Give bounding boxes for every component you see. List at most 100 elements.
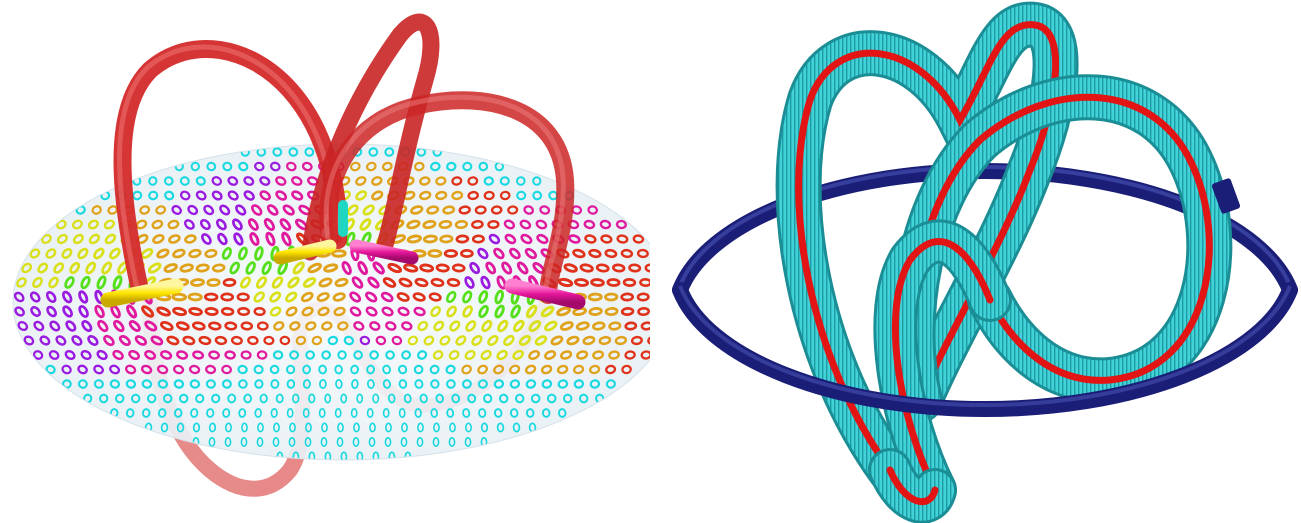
director-ellipse (78, 305, 89, 318)
director-ellipse (525, 408, 535, 418)
director-ellipse (30, 306, 41, 317)
director-ellipse (285, 161, 297, 172)
director-ellipse (160, 350, 173, 360)
director-ellipse (604, 292, 619, 302)
director-ellipse (446, 379, 456, 389)
director-ellipse (467, 393, 477, 404)
director-ellipse (204, 292, 219, 302)
director-ellipse (195, 393, 205, 404)
director-ellipse (337, 422, 344, 433)
director-ellipse (493, 247, 505, 260)
director-ellipse (305, 350, 315, 360)
director-ellipse (238, 379, 248, 389)
director-ellipse (536, 233, 549, 245)
director-ellipse (323, 263, 339, 273)
director-ellipse (45, 291, 57, 303)
director-ellipse (446, 161, 457, 172)
director-ellipse (227, 176, 239, 186)
director-ellipse (282, 204, 295, 216)
director-ellipse (114, 393, 125, 404)
director-ellipse (318, 407, 326, 418)
director-ellipse (387, 393, 396, 404)
director-ellipse (557, 408, 567, 418)
director-ellipse (539, 205, 551, 215)
director-ellipse (275, 393, 284, 404)
director-ellipse (304, 147, 315, 157)
director-ellipse (493, 364, 505, 375)
director-ellipse (467, 190, 479, 201)
director-ellipse (93, 247, 105, 260)
director-ellipse (14, 306, 25, 317)
director-ellipse (422, 219, 437, 230)
director-ellipse (487, 219, 500, 230)
director-ellipse (446, 277, 461, 288)
director-ellipse (615, 219, 627, 230)
director-ellipse (369, 422, 376, 433)
director-ellipse (205, 364, 217, 375)
director-ellipse (32, 350, 44, 360)
director-ellipse (125, 364, 137, 375)
director-ellipse (413, 364, 424, 375)
director-ellipse (498, 393, 509, 404)
director-ellipse (188, 248, 202, 259)
director-ellipse (259, 393, 268, 404)
director-ellipse (273, 422, 280, 433)
director-ellipse (589, 379, 601, 389)
director-ellipse (464, 349, 476, 361)
director-ellipse (611, 263, 626, 273)
director-ellipse (275, 176, 287, 186)
director-ellipse (273, 321, 285, 331)
director-ellipse (509, 247, 521, 260)
director-ellipse (214, 335, 228, 346)
director-ellipse (269, 291, 282, 303)
director-ellipse (139, 205, 151, 215)
director-ellipse (48, 276, 59, 289)
director-ellipse (238, 161, 249, 172)
yellow-bar-left (100, 278, 184, 308)
director-ellipse (573, 364, 585, 375)
director-ellipse (525, 379, 537, 389)
director-ellipse (587, 292, 603, 302)
director-ellipse (21, 262, 33, 274)
director-ellipse (478, 304, 489, 319)
director-ellipse (80, 275, 91, 290)
director-ellipse (566, 335, 580, 346)
director-ellipse (449, 320, 461, 332)
director-ellipse (382, 407, 390, 418)
director-ellipse (243, 393, 253, 404)
director-ellipse (77, 364, 88, 375)
director-ellipse (350, 407, 358, 418)
director-ellipse (94, 304, 105, 319)
director-ellipse (630, 335, 643, 346)
director-ellipse (302, 379, 311, 389)
director-ellipse (485, 261, 497, 275)
director-ellipse (272, 436, 280, 447)
director-ellipse (483, 176, 494, 186)
director-ellipse (318, 277, 333, 288)
director-ellipse (324, 451, 332, 460)
director-ellipse (232, 218, 243, 231)
director-ellipse (263, 218, 275, 231)
director-ellipse (80, 349, 92, 361)
director-ellipse (523, 205, 535, 215)
director-ellipse (429, 364, 440, 375)
director-ellipse (490, 205, 503, 215)
director-ellipse (265, 231, 276, 247)
director-ellipse (534, 335, 548, 346)
director-ellipse (219, 204, 231, 216)
director-ellipse (504, 233, 517, 245)
director-ellipse (222, 161, 233, 172)
director-ellipse (407, 335, 419, 346)
director-ellipse (435, 190, 448, 201)
director-ellipse (179, 263, 194, 273)
director-ellipse (192, 422, 201, 433)
director-ellipse (254, 161, 265, 172)
director-ellipse (417, 350, 428, 360)
director-ellipse (353, 350, 363, 360)
director-ellipse (384, 147, 395, 157)
director-ellipse (337, 321, 349, 331)
director-ellipse (417, 422, 424, 433)
director-ellipse (365, 306, 378, 317)
director-ellipse (125, 408, 135, 418)
director-ellipse (350, 364, 359, 375)
